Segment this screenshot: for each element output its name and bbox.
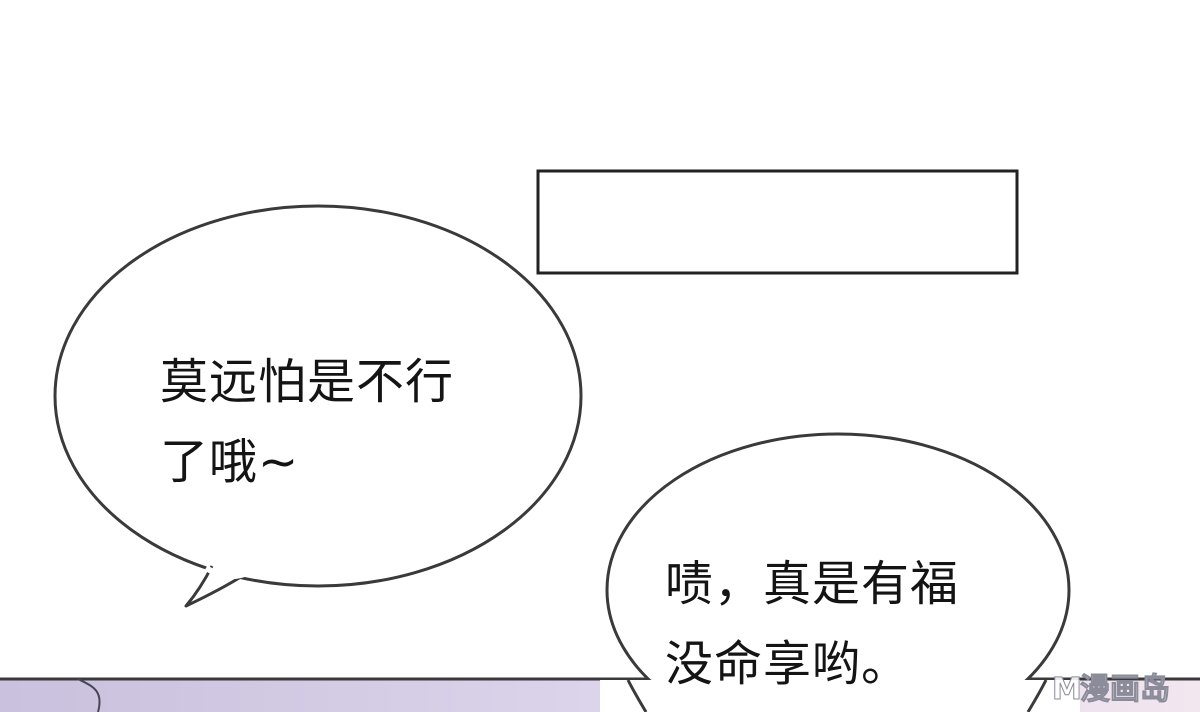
watermark-logo-icon: M — [1052, 672, 1083, 708]
left-bubble-line-1: 莫远怕是不行 — [160, 354, 455, 410]
right-bubble-line-1: 啧，真是有福 — [665, 556, 960, 612]
left-bubble-text: 莫远怕是不行 了哦~ — [160, 342, 454, 502]
watermark-text: 漫画岛 — [1080, 672, 1171, 708]
left-bubble-line-2: 了哦~ — [160, 434, 300, 490]
speech-bubble-left — [53, 204, 583, 608]
right-bubble-line-2: 没命享哟。 — [665, 636, 911, 692]
speech-bubble-right — [600, 432, 1080, 712]
caption-box — [536, 169, 1019, 275]
right-bubble-text: 啧，真是有福 没命享哟。 — [665, 544, 959, 704]
